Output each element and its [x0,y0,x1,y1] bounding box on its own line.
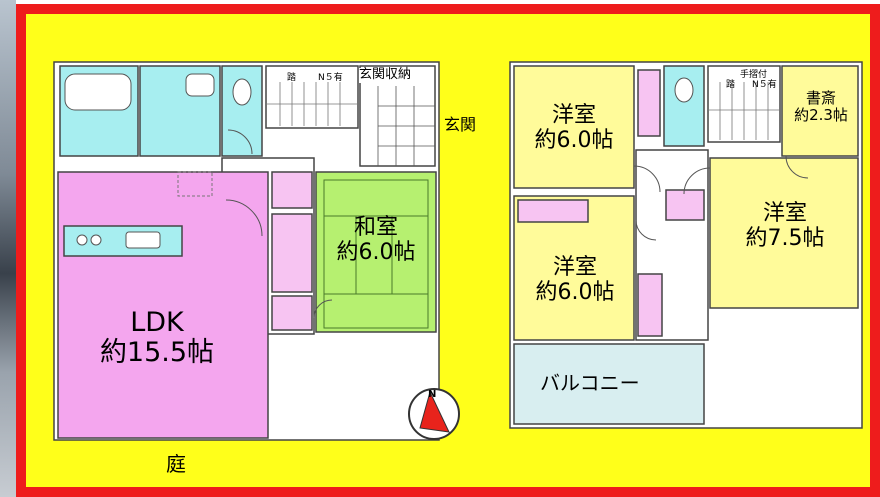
ldk-room [57,171,269,439]
study-size: 約2.3帖 [794,105,848,124]
bedroom-sw-size: 約6.0帖 [535,279,615,305]
entrance-storage [359,65,436,167]
closet-1f-c [271,295,313,331]
ldk-size: 約15.5帖 [99,337,215,369]
stair-note-right-1f: N５有 [318,73,343,83]
study-room [781,65,859,157]
stair-note-right-2f: N５有 [752,80,777,90]
closet-1f-a [271,171,313,209]
bedroom-nw-name: 洋室 [551,103,596,128]
bedroom-east-size: 約7.5帖 [745,225,825,251]
bedroom-east-name: 洋室 [762,201,807,226]
stair-note-left-2f: 踏 [726,80,736,90]
stair-note-left-1f: 踏 [287,73,297,83]
entrance-label: 玄関 [444,115,477,134]
hallway-2f [635,149,709,341]
ldk-name: LDK [130,307,184,338]
washitsu-room [315,171,437,333]
floor1-plan [53,61,440,441]
closet-1f-b [271,213,313,293]
bedroom-nw-label: 洋室 約6.0帖 [516,103,632,153]
closet-2f-a [637,69,661,137]
bedroom-east [709,157,859,309]
study-label: 書斎 約2.3帖 [784,90,858,124]
closet-2f-b [517,199,589,223]
bedroom-east-label: 洋室 約7.5帖 [722,201,848,251]
closet-2f-d [665,189,705,221]
north-arrow-icon [408,388,460,440]
staircase-1f [265,65,359,129]
washitsu-name: 和室 [353,215,398,240]
bedroom-nw-size: 約6.0帖 [534,127,614,153]
yard-label: 庭 [166,452,186,476]
bedroom-sw-label: 洋室 約6.0帖 [516,255,634,305]
study-name: 書斎 [805,89,836,107]
bedroom-nw [513,65,635,189]
ldk-label: LDK 約15.5帖 [72,307,242,369]
compass-north-label: N [428,389,437,400]
floor2-plan [509,61,863,429]
handrail-note: 手摺付 [740,70,768,80]
balcony-label: バルコニー [540,371,640,395]
closet-2f-c [637,273,663,337]
washitsu-label: 和室 約6.0帖 [320,215,432,265]
entrance-storage-label: 玄関収納 [359,67,412,83]
washitsu-size: 約6.0帖 [336,239,416,265]
balcony [513,343,705,425]
bedroom-sw-name: 洋室 [552,255,597,280]
background-photo-strip [0,0,16,497]
